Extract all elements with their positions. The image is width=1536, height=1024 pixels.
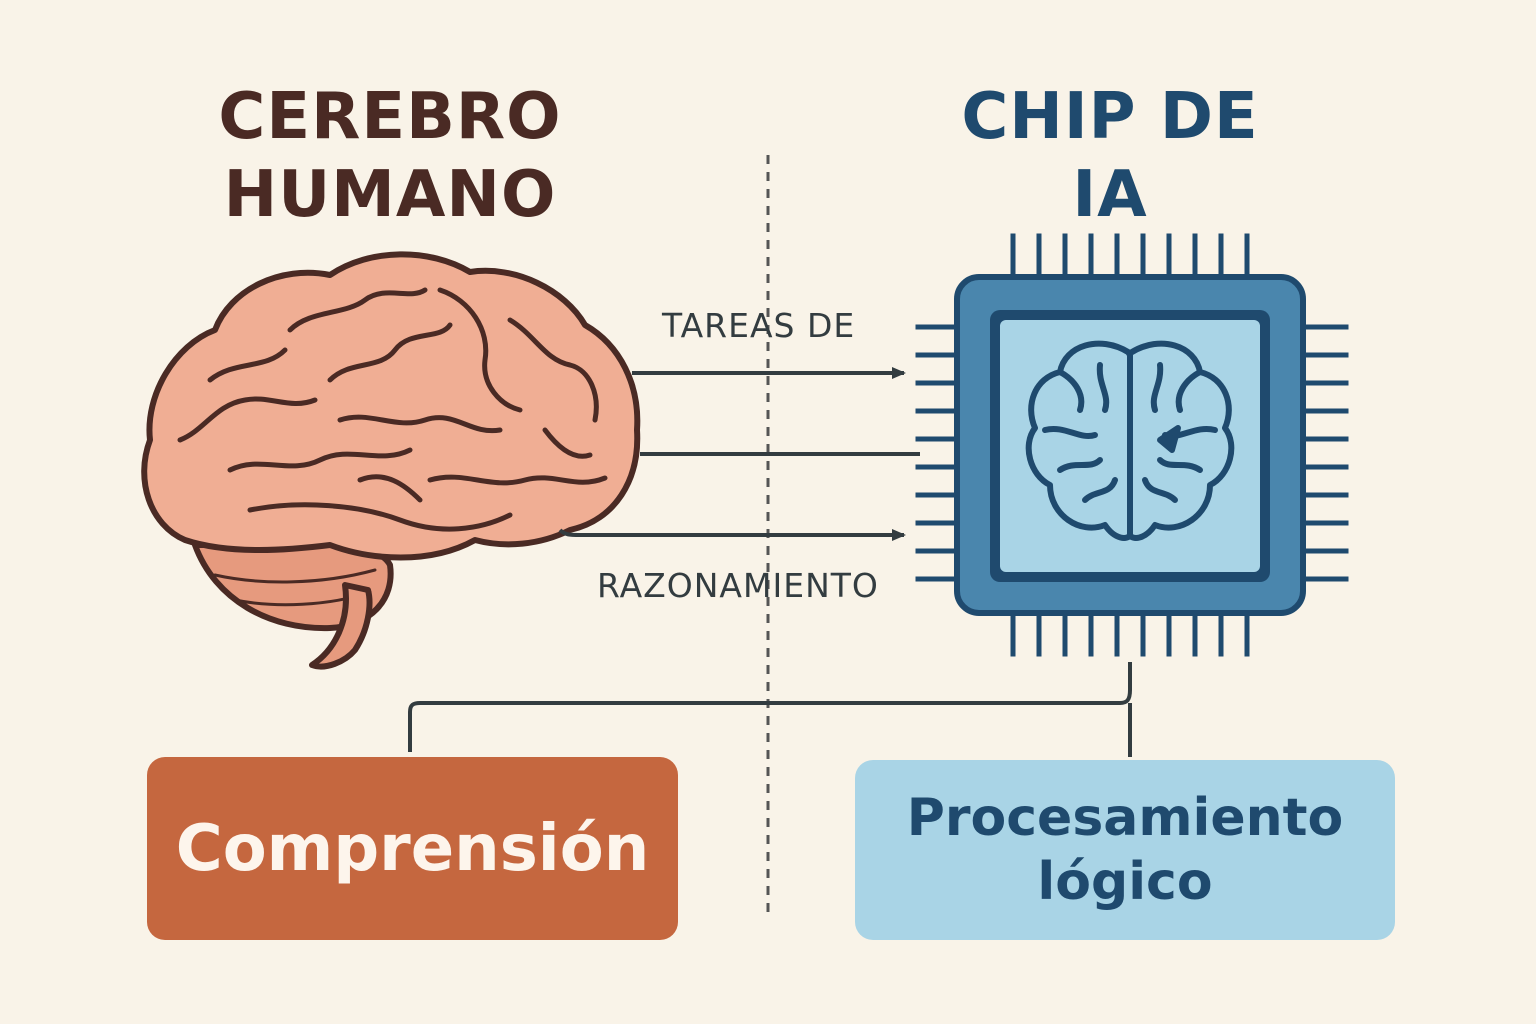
chip-brain-icon bbox=[1025, 340, 1235, 541]
connector-bracket bbox=[408, 662, 1132, 757]
title-ai-chip-line2: IA bbox=[1072, 158, 1148, 232]
procesamiento-label-line1: Procesamiento bbox=[906, 788, 1344, 848]
brain-icon bbox=[141, 251, 641, 670]
arrow-label-top: TAREAS DE bbox=[662, 306, 856, 345]
procesamiento-label-line2: lógico bbox=[1037, 852, 1213, 912]
arrow-label-bottom: RAZONAMIENTO bbox=[597, 566, 879, 605]
title-ai-chip: CHIP DE IA bbox=[900, 78, 1320, 234]
arrow-bottom bbox=[558, 528, 906, 541]
comprension-box: Comprensión bbox=[147, 757, 678, 940]
title-human-brain-line1: CEREBRO bbox=[218, 80, 562, 154]
chip-pins bbox=[915, 233, 1349, 657]
title-human-brain: CEREBRO HUMANO bbox=[180, 78, 600, 234]
procesamiento-box: Procesamiento lógico bbox=[855, 760, 1395, 940]
title-human-brain-line2: HUMANO bbox=[223, 158, 557, 232]
title-ai-chip-line1: CHIP DE bbox=[961, 80, 1259, 154]
comprension-label: Comprensión bbox=[175, 811, 650, 886]
